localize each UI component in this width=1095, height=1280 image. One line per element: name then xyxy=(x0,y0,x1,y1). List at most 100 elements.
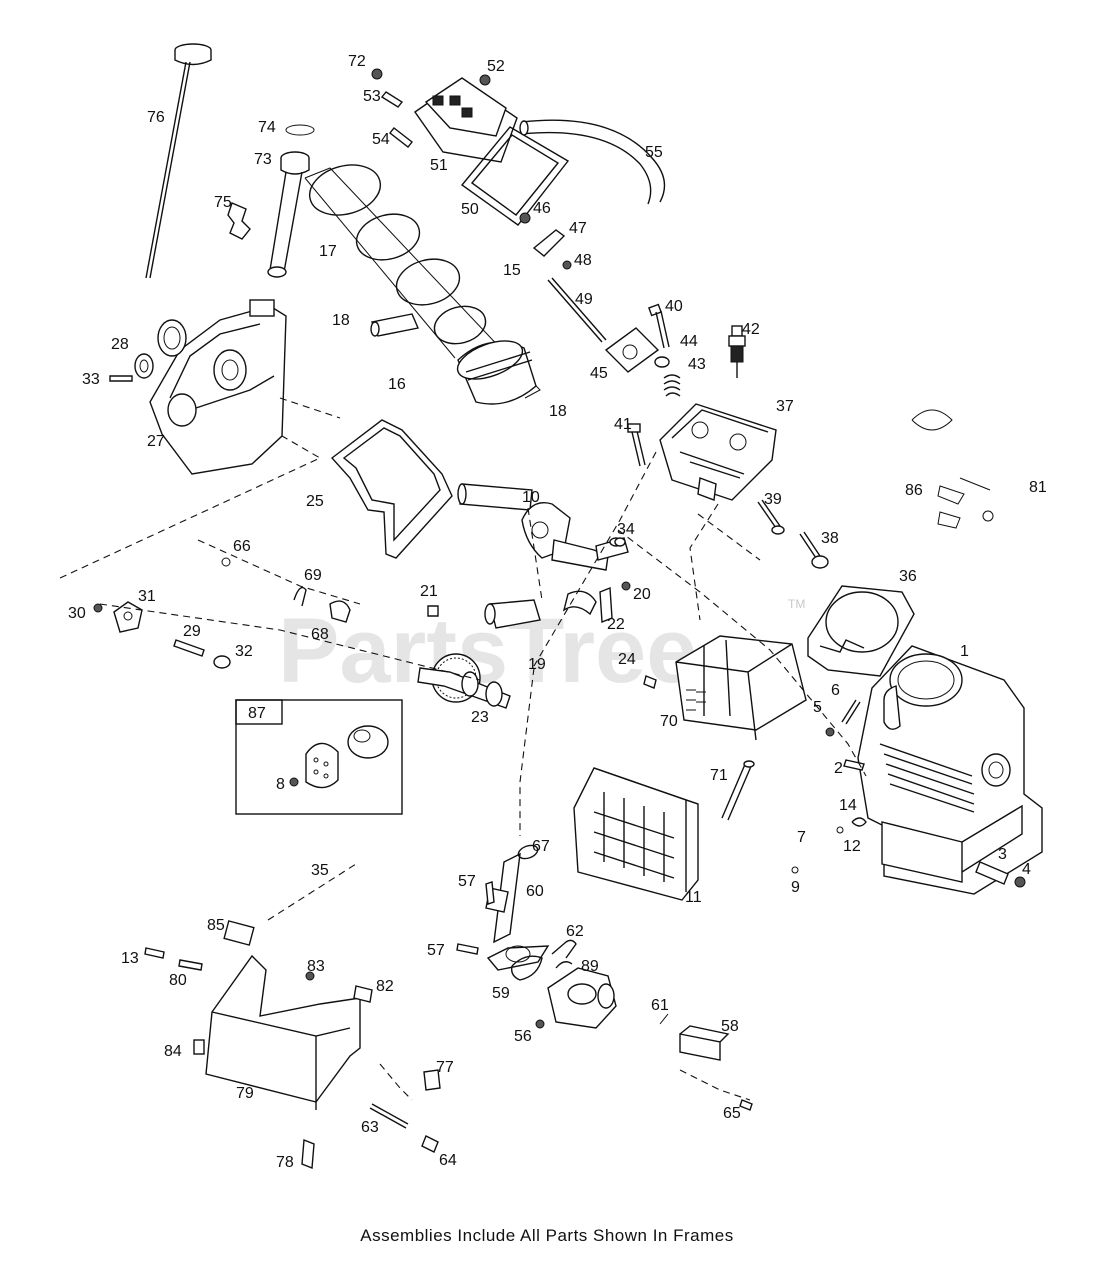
part-label: 3 xyxy=(998,846,1007,863)
throttle-parts xyxy=(301,1069,441,1170)
part-label: 33 xyxy=(82,371,100,388)
part-label: 12 xyxy=(843,838,861,855)
part-label: 76 xyxy=(147,109,165,126)
part-label: 37 xyxy=(776,398,794,415)
part-label: 18 xyxy=(332,312,350,329)
part-label: 67 xyxy=(532,838,550,855)
part-label: 77 xyxy=(436,1059,454,1076)
part-label: 53 xyxy=(363,88,381,105)
part-label: 78 xyxy=(276,1154,294,1171)
air-filter-housing-part xyxy=(675,635,807,741)
frame-87: 87 xyxy=(235,699,403,815)
part-label: 18 xyxy=(549,403,567,420)
control-bracket-part xyxy=(193,920,373,1110)
part-label: 71 xyxy=(710,767,728,784)
part-label: 58 xyxy=(721,1018,739,1035)
part-label: 89 xyxy=(581,958,599,975)
oil-fill-tube-part xyxy=(267,124,315,278)
part-label: 79 xyxy=(236,1085,254,1102)
part-label: 35 xyxy=(311,862,329,879)
part-label: 52 xyxy=(487,58,505,75)
part-label: 72 xyxy=(348,53,366,70)
valve-cover-part xyxy=(414,77,518,163)
part-label: 22 xyxy=(607,616,625,633)
part-label: 14 xyxy=(839,797,857,814)
fuel-pump-part xyxy=(659,1013,753,1111)
watermark-trademark: TM xyxy=(788,597,805,611)
part-label: 1 xyxy=(960,643,969,660)
part-label: 30 xyxy=(68,605,86,622)
engine-block-part xyxy=(857,645,1043,895)
part-label: 45 xyxy=(590,365,608,382)
part-label: 47 xyxy=(569,220,587,237)
part-label: 40 xyxy=(665,298,683,315)
part-label: 63 xyxy=(361,1119,379,1136)
camshaft-part xyxy=(417,653,511,709)
breather-tube-part xyxy=(519,119,666,205)
part-label: 55 xyxy=(645,144,663,161)
part-label: 29 xyxy=(183,623,201,640)
part-label: 4 xyxy=(1022,861,1031,878)
part-label: 42 xyxy=(742,321,760,338)
part-label: 66 xyxy=(233,538,251,555)
part-label: 8 xyxy=(276,776,285,793)
part-label: 2 xyxy=(834,760,843,777)
part-label: 13 xyxy=(121,950,139,967)
part-label: 24 xyxy=(618,651,636,668)
intake-elbow-part xyxy=(485,844,550,971)
leader-lines xyxy=(59,397,867,1101)
part-label: 28 xyxy=(111,336,129,353)
piston-part xyxy=(370,313,537,405)
part-label: 38 xyxy=(821,530,839,547)
part-label: 7 xyxy=(797,829,806,846)
part-label: 70 xyxy=(660,713,678,730)
crankshaft-part xyxy=(457,483,629,571)
part-label: 10 xyxy=(522,489,540,506)
part-label: 56 xyxy=(514,1028,532,1045)
part-label: 21 xyxy=(420,583,438,600)
cover-bolts-part xyxy=(371,68,491,148)
part-label: 80 xyxy=(169,972,187,989)
stud-71-part xyxy=(721,760,755,821)
part-label: 60 xyxy=(526,883,544,900)
muffler-part xyxy=(573,767,699,901)
part-label: 15 xyxy=(503,262,521,279)
cylinder-head-part xyxy=(627,403,777,501)
part-label: 65 xyxy=(723,1105,741,1122)
seal-and-bolt-parts xyxy=(109,319,187,382)
intake-bolts-part xyxy=(456,881,495,955)
dipstick-part xyxy=(145,43,212,279)
part-label: 17 xyxy=(319,243,337,260)
part-label: 51 xyxy=(430,157,448,174)
part-label: 44 xyxy=(680,333,698,350)
part-label: 9 xyxy=(791,879,800,896)
part-label: 48 xyxy=(574,252,592,269)
diagram-caption: Assemblies Include All Parts Shown In Fr… xyxy=(360,1226,733,1245)
bracket-bolts-part xyxy=(144,947,203,971)
governor-parts xyxy=(911,409,994,529)
part-number-labels: 76 72 52 53 74 54 55 73 51 50 46 47 48 7… xyxy=(68,53,1047,1171)
part-label: 81 xyxy=(1029,479,1047,496)
part-label: 25 xyxy=(306,493,324,510)
part-label: 62 xyxy=(566,923,584,940)
part-label: 31 xyxy=(138,588,156,605)
part-label: 57 xyxy=(427,942,445,959)
part-label: 46 xyxy=(533,200,551,217)
piston-ring-set-frame xyxy=(304,164,541,399)
left-small-parts xyxy=(93,557,351,669)
part-label: 75 xyxy=(214,194,232,211)
part-label: 73 xyxy=(254,151,272,168)
head-gasket-part xyxy=(807,585,915,677)
part-label: 74 xyxy=(258,119,276,136)
part-label: 84 xyxy=(164,1043,182,1060)
part-label: 36 xyxy=(899,568,917,585)
head-hardware-parts xyxy=(604,303,746,397)
part-label: 19 xyxy=(528,656,546,673)
part-label: 85 xyxy=(207,917,225,934)
part-label: 43 xyxy=(688,356,706,373)
part-label: 23 xyxy=(471,709,489,726)
cover-gasket-part xyxy=(460,126,570,226)
part-label: 82 xyxy=(376,978,394,995)
crankcase-gasket-part xyxy=(330,419,453,559)
rocker-arm-parts xyxy=(519,212,607,343)
